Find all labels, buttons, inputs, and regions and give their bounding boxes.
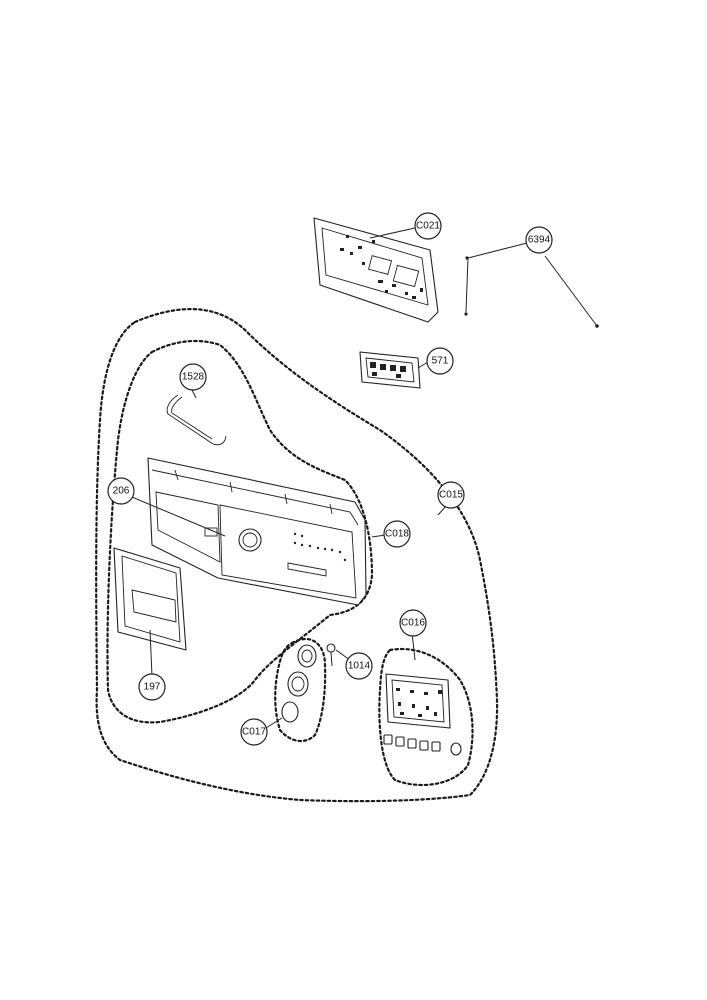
callout-197: 197: [138, 673, 166, 701]
callout-label-571: 571: [432, 356, 449, 367]
part-push-buttons: [383, 734, 462, 756]
part-drawer-handle: [113, 547, 187, 651]
part-knob-assembly: [281, 644, 317, 723]
callout-c016: C016: [399, 609, 427, 637]
part-bracket-1528: [166, 394, 227, 446]
callout-1528: 1528: [179, 363, 207, 391]
leader-lines: [126, 227, 598, 729]
callout-label-c016: C016: [401, 618, 425, 629]
callout-label-1014: 1014: [348, 661, 371, 672]
assembly-boundary-c017: [274, 637, 327, 743]
part-main-pcb: [313, 217, 439, 323]
callout-c021: C021: [414, 212, 442, 240]
part-display-board: [385, 673, 451, 729]
callout-label-1528: 1528: [182, 372, 205, 383]
callout-c017: C017: [240, 718, 268, 746]
callout-label-c017: C017: [242, 727, 266, 738]
callout-c018: C018: [383, 520, 411, 548]
callout-label-6394: 6394: [528, 235, 551, 246]
callout-label-c018: C018: [385, 529, 409, 540]
callout-206: 206: [107, 477, 135, 505]
assembly-boundary-c018: [106, 339, 374, 724]
part-screw-1014: [326, 643, 336, 667]
callout-label-c015: C015: [439, 490, 463, 501]
callout-label-c021: C021: [416, 221, 440, 232]
callout-label-206: 206: [113, 486, 130, 497]
callout-c015: C015: [437, 481, 465, 509]
part-key-frame: [359, 351, 421, 389]
part-wire-harness: [464, 256, 599, 328]
callout-1014: 1014: [345, 652, 373, 680]
callout-6394: 6394: [525, 226, 553, 254]
assembly-boundary-c016: [378, 647, 474, 787]
assembly-boundary-c015: [95, 308, 499, 803]
callout-label-197: 197: [144, 682, 161, 693]
callout-571: 571: [426, 347, 454, 375]
part-control-panel: [147, 457, 367, 606]
